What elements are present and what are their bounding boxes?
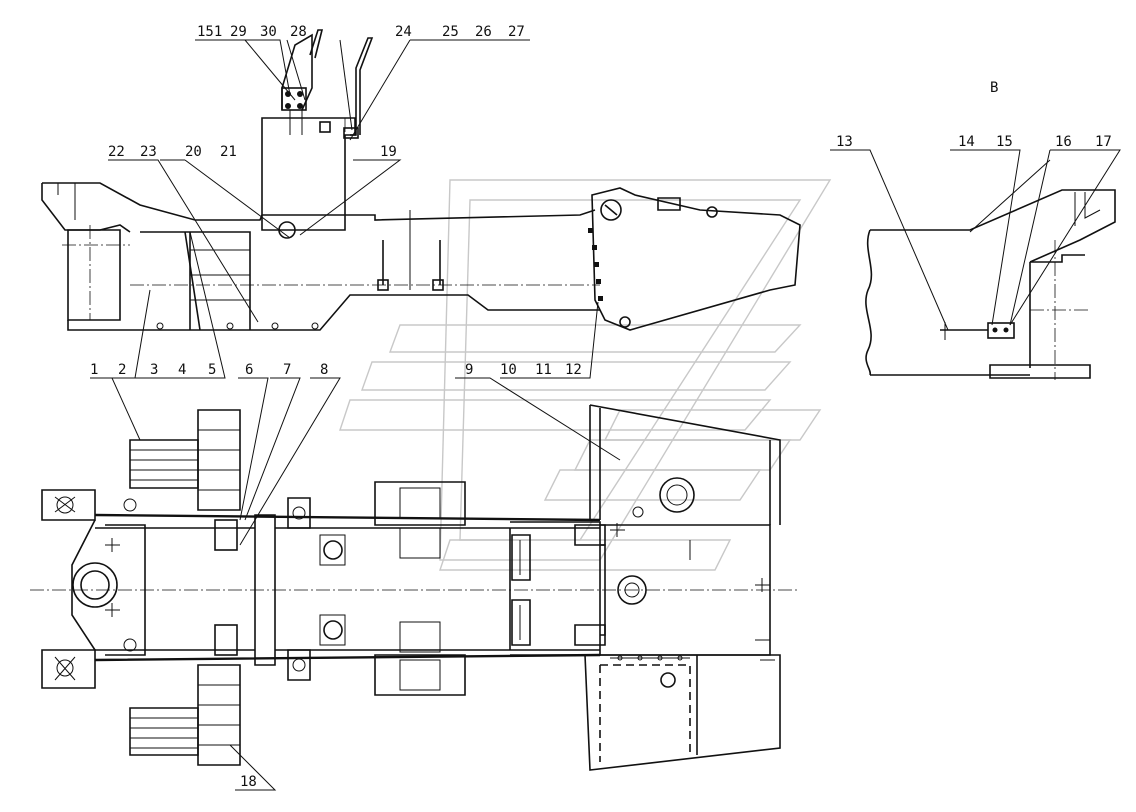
- watermark: [339, 179, 832, 571]
- callout-2: 2: [118, 362, 126, 378]
- track-plates: [129, 409, 241, 766]
- callout-151: 151: [197, 24, 222, 40]
- section-label: B: [990, 80, 998, 96]
- callout-7: 7: [283, 362, 291, 378]
- callout-27: 27: [508, 24, 525, 40]
- callout-25: 25: [442, 24, 459, 40]
- callout-26: 26: [475, 24, 492, 40]
- callout-13: 13: [836, 134, 853, 150]
- callout-11: 11: [535, 362, 552, 378]
- callout-4: 4: [178, 362, 186, 378]
- callout-22: 22: [108, 144, 125, 160]
- side-view: [41, 29, 801, 331]
- callouts: 151 29 30 28 24 25 26 27 22 23 20 21 19 …: [90, 24, 1112, 790]
- callout-19: 19: [380, 144, 397, 160]
- leader-lines: [90, 39, 1121, 791]
- callout-5: 5: [208, 362, 216, 378]
- callout-30: 30: [260, 24, 277, 40]
- callout-28: 28: [290, 24, 307, 40]
- callout-15: 15: [996, 134, 1013, 150]
- callout-20: 20: [185, 144, 202, 160]
- callout-16: 16: [1055, 134, 1072, 150]
- callout-24: 24: [395, 24, 412, 40]
- callout-14: 14: [958, 134, 975, 150]
- plan-view: [30, 404, 800, 771]
- callout-23: 23: [140, 144, 157, 160]
- callout-9: 9: [465, 362, 473, 378]
- callout-10: 10: [500, 362, 517, 378]
- callout-29: 29: [230, 24, 247, 40]
- mount-pads: [287, 481, 466, 696]
- bolt-column: [588, 228, 603, 301]
- callout-18: 18: [240, 774, 257, 790]
- callout-12: 12: [565, 362, 582, 378]
- callout-3: 3: [150, 362, 158, 378]
- callout-6: 6: [245, 362, 253, 378]
- callout-17: 17: [1095, 134, 1112, 150]
- bottom-bolts: [156, 322, 319, 330]
- callout-1: 1: [90, 362, 98, 378]
- section-view-b: B: [865, 80, 1116, 380]
- callout-8: 8: [320, 362, 328, 378]
- callout-21: 21: [220, 144, 237, 160]
